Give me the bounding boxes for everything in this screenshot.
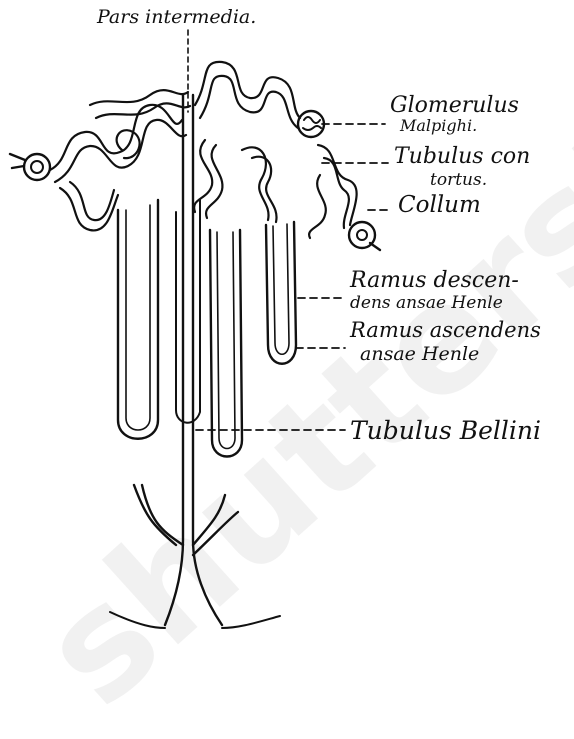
henle-loop-4 (176, 200, 200, 423)
label-ramus-descendens-1: Ramus descen- (350, 270, 519, 292)
henle-loop-3-inner (273, 224, 289, 354)
label-tortus: tortus. (430, 172, 487, 189)
henle-loop-2-inner (217, 232, 235, 449)
label-pars-intermedia: Pars intermedia. (97, 8, 256, 27)
convoluted-tubules (50, 62, 357, 238)
henle-loop-2 (210, 230, 242, 457)
collecting-duct (110, 95, 280, 628)
glomerulus-upper-right (298, 111, 324, 137)
label-malpighi: Malpighi. (400, 118, 477, 134)
label-ramus-descendens-2: dens ansae Henle (350, 295, 503, 312)
label-glomerulus: Glomerulus (390, 95, 519, 117)
glomerulus-left (10, 154, 50, 180)
label-tubulus-con: Tubulus con (394, 146, 530, 168)
glomerulus-far-right (349, 222, 380, 250)
henle-loops (118, 200, 296, 457)
henle-loop-1-inner (126, 205, 150, 430)
diagram-canvas: shutterstock (0, 0, 574, 640)
label-tubulus-bellini: Tubulus Bellini (350, 418, 541, 443)
henle-loop-1 (118, 200, 158, 439)
henle-loop-3 (266, 222, 296, 364)
label-collum: Collum (398, 194, 481, 217)
label-ramus-ascendens-2: ansae Henle (360, 345, 479, 364)
label-ramus-ascendens-1: Ramus ascendens (350, 320, 541, 341)
